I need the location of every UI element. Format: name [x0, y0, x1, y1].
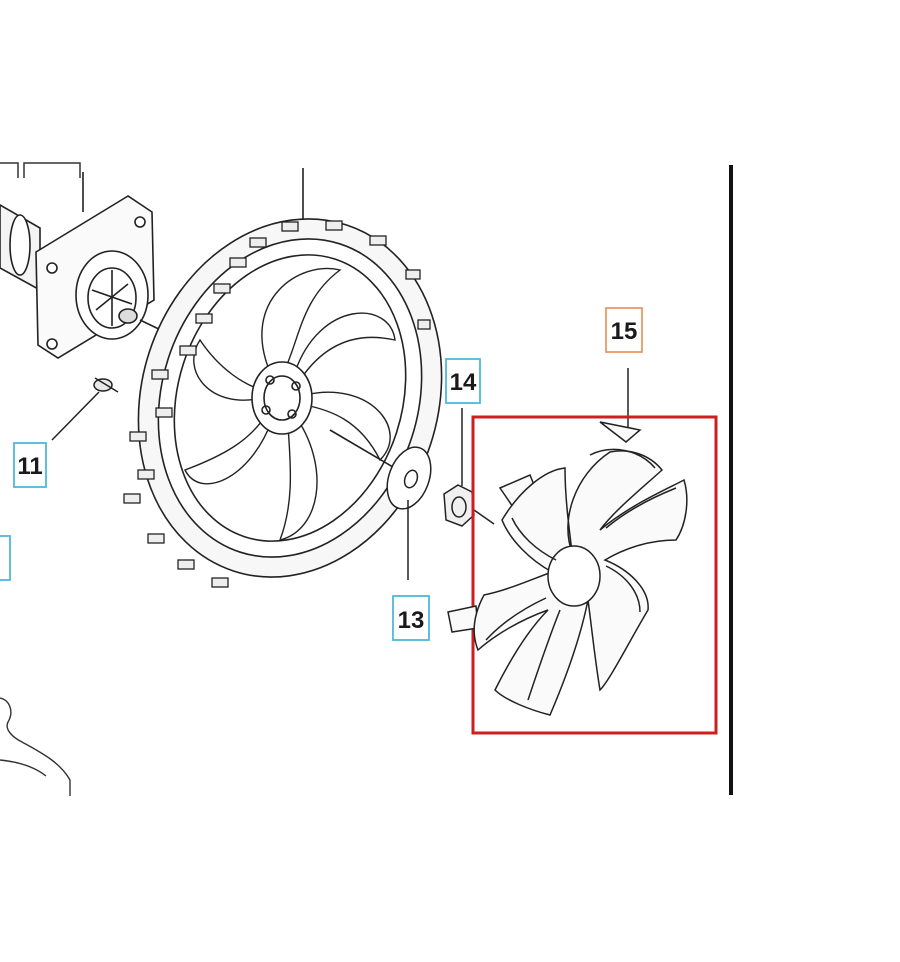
partial-part-bottom-left: [0, 697, 71, 796]
highlight-box: [471, 415, 718, 735]
callout-14: 14: [445, 358, 481, 404]
callout-15-label: 15: [611, 318, 638, 345]
callout-partial-label: 6: [0, 546, 1, 573]
nut-part: [443, 484, 495, 527]
wheel-part: [137, 168, 443, 578]
callout-13: 13: [392, 595, 430, 641]
callout-partial: 6: [0, 535, 11, 581]
partial-callout-fragments: [0, 162, 81, 178]
wheel-cover-part: [447, 421, 688, 716]
callout-15: 15: [605, 307, 643, 353]
leader-lines: [51, 368, 629, 580]
screw-part: [93, 377, 119, 393]
callout-11-label: 11: [17, 453, 42, 480]
washer-part: [386, 446, 432, 510]
wheel-tread-lugs: [123, 220, 431, 588]
motor-hub-assembly: [0, 172, 166, 359]
callout-13-label: 13: [398, 607, 425, 634]
callout-11: 11: [13, 442, 47, 488]
callout-14-label: 14: [450, 369, 477, 396]
